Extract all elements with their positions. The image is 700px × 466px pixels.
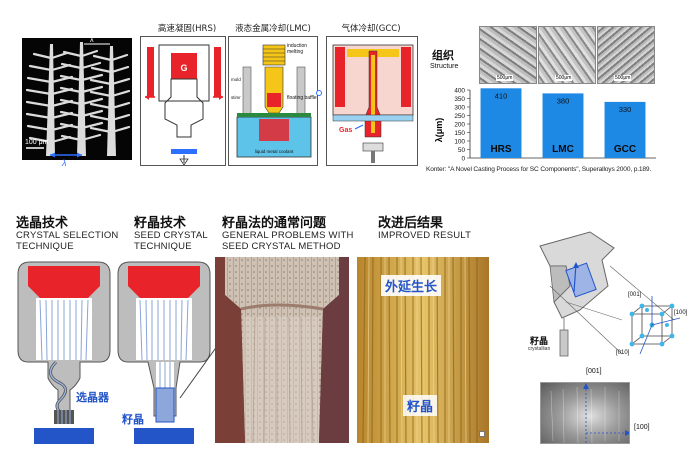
chart-y-tick-label: 250 bbox=[454, 113, 465, 120]
lmc-label-baffle: floating baffle bbox=[287, 95, 317, 101]
improved-title-en-1: IMPROVED RESULT bbox=[378, 230, 472, 241]
chart-value-label: 330 bbox=[619, 105, 632, 114]
chart-bar-hrs bbox=[480, 88, 522, 158]
pointer-line bbox=[179, 341, 221, 399]
chart-category-label: LMC bbox=[552, 144, 574, 155]
orient-photo bbox=[540, 382, 630, 444]
structure-label-cn: 组织 bbox=[432, 49, 454, 62]
micrograph-gcc: 500μm bbox=[597, 26, 655, 84]
dendrite-image: 100 μm bbox=[22, 38, 132, 160]
cube-axis-100: [100] bbox=[674, 310, 688, 316]
improved-title-cn: 改进后结果 bbox=[378, 216, 444, 231]
improved-bottom-label: 籽晶 bbox=[403, 395, 438, 416]
orient-seed-label: 籽晶 bbox=[530, 337, 549, 347]
gcc-title: 气体冷却(GCC) bbox=[341, 24, 401, 34]
improved-photo: 外延生长 籽晶 bbox=[357, 257, 489, 443]
lmc-label-stimr: stimr bbox=[231, 95, 241, 100]
connector-dot bbox=[316, 90, 322, 96]
problems-title-en-1: GENERAL PROBLEMS WITH bbox=[222, 230, 354, 241]
hrs-diagram: G bbox=[140, 36, 226, 166]
chart-y-tick-label: 400 bbox=[454, 87, 465, 94]
cube-axis-010: [010] bbox=[616, 350, 630, 356]
problems-photo bbox=[215, 257, 349, 443]
hrs-g-label: G bbox=[180, 63, 187, 73]
chart-y-tick-label: 150 bbox=[454, 130, 465, 137]
chart-y-tick-label: 0 bbox=[461, 155, 465, 162]
dendrite-lambda-label: λ bbox=[90, 38, 94, 44]
dendrite-lambda-bottom: λ bbox=[62, 158, 67, 168]
orient-seed-sub: crystallian bbox=[528, 346, 551, 352]
problems-title-en-2: SEED CRYSTAL METHOD bbox=[222, 241, 341, 252]
micrograph-hrs: 500μm bbox=[479, 26, 537, 84]
selection-title-en-2: TECHNIQUE bbox=[16, 241, 74, 252]
selection-diagram bbox=[17, 261, 111, 444]
seed-title-cn: 籽晶技术 bbox=[134, 216, 187, 231]
selection-title-en-1: CRYSTAL SELECTION bbox=[16, 230, 119, 241]
chart-y-tick-label: 200 bbox=[454, 121, 465, 128]
chart-y-tick-label: 300 bbox=[454, 104, 465, 111]
seed-label: 籽晶 bbox=[122, 413, 144, 426]
photo-marker bbox=[479, 431, 485, 437]
chart-category-label: HRS bbox=[490, 144, 511, 155]
problems-title-cn: 籽晶法的通常问题 bbox=[222, 216, 327, 231]
micro-scale-3: 500μm bbox=[614, 75, 632, 81]
seed-diagram bbox=[117, 261, 211, 444]
orient-photo-axis-100: [100] bbox=[634, 424, 650, 431]
micro-scale-1: 500μm bbox=[496, 75, 514, 81]
chart-y-tick-label: 350 bbox=[454, 96, 465, 103]
gcc-gas-label: Gas bbox=[339, 127, 352, 134]
lmc-label-induction: induction melting bbox=[287, 43, 308, 55]
lmc-label-coolant: liquid metal coolant bbox=[255, 149, 294, 154]
hrs-title: 高速凝固(HRS) bbox=[157, 24, 217, 34]
orientation-schematic: [001] [100] [010] bbox=[539, 231, 688, 357]
citation: Konter: "A Novel Casting Process for SC … bbox=[426, 166, 652, 173]
lmc-diagram: liquid metal coolant mold stimr inductio… bbox=[228, 36, 318, 166]
micro-scale-2: 500μm bbox=[555, 75, 573, 81]
gcc-diagram: Gas bbox=[326, 36, 418, 166]
chart-y-tick-label: 100 bbox=[454, 138, 465, 145]
chart-y-tick-label: 50 bbox=[458, 147, 466, 154]
dendrite-scale: 100 μm bbox=[25, 139, 49, 146]
chart-bar-gcc bbox=[604, 101, 646, 158]
selection-title-cn: 选晶技术 bbox=[16, 216, 69, 231]
chart-bar-lmc bbox=[542, 93, 584, 158]
chart-ylabel: λ(μm) bbox=[434, 118, 444, 143]
selection-label: 选晶器 bbox=[76, 391, 109, 404]
cube-axis-001: [001] bbox=[628, 292, 642, 298]
improved-top-label: 外延生长 bbox=[381, 275, 442, 296]
micrograph-lmc: 500μm bbox=[538, 26, 596, 84]
structure-label-en: Structure bbox=[430, 63, 459, 70]
dendrite-micrograph: 100 μm λ bbox=[22, 38, 132, 160]
seed-title-en-2: TECHNIQUE bbox=[134, 241, 192, 252]
chart-category-label: GCC bbox=[614, 144, 636, 155]
orient-photo-axis-001: [001] bbox=[586, 368, 602, 375]
seed-title-en-1: SEED CRYSTAL bbox=[134, 230, 208, 241]
lmc-title: 液态金属冷却(LMC) bbox=[235, 24, 311, 34]
lmc-label-mold: mold bbox=[231, 77, 241, 82]
chart-value-label: 410 bbox=[495, 91, 508, 100]
chart-value-label: 380 bbox=[557, 96, 570, 105]
